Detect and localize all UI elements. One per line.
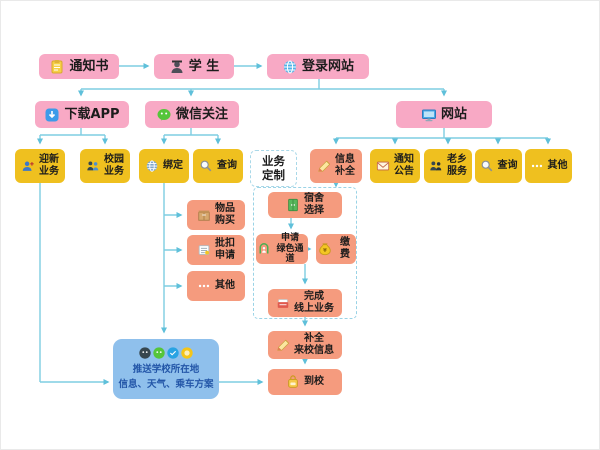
campus-business-label: 校园 业务 [104,154,124,177]
node-item-purchase: 物品 购买 [187,200,245,230]
node-bind: 绑定 [139,149,189,183]
wechat-icon [156,107,172,123]
node-green-channel: 申请 绿色通道 [256,233,308,265]
batch-apply-label: 批扣 申请 [215,238,235,261]
globe-bind-icon [145,159,159,173]
ellipsis-icon [530,159,544,173]
login-website-label: 登录网站 [301,58,354,74]
pencil-icon [276,338,290,352]
node-download-app: 下载APP [35,101,129,128]
pencil-icon [317,159,331,173]
package-icon [197,208,211,222]
query-web-label: 查询 [497,160,518,172]
app-download-icon [44,107,60,123]
student-label: 学 生 [188,58,220,74]
node-arrive-school: 到校 [268,369,342,395]
search-icon [480,159,494,173]
wechat-follow-label: 微信关注 [175,106,228,122]
app-icons-row [138,346,194,360]
globe-icon [282,59,298,75]
node-arrival-info: 补全 来校信息 [268,331,342,359]
dorm-select-label: 宿舍 选择 [304,193,324,216]
other-chain-label: 其他 [215,280,235,292]
node-notice-letter: 通知书 [39,54,119,79]
node-complete-online: 完成 线上业务 [268,289,342,317]
push-info-panel: 推送学校所在地 信息、天气、乘车方案 [113,339,219,399]
info-complete-label: 信息 补全 [335,154,355,177]
green-channel-label: 申请 绿色通道 [276,233,304,265]
online-business-group [253,187,357,319]
node-info-complete: 信息 补全 [310,149,362,183]
node-campus-business: 校园 业务 [80,149,130,183]
welcome-business-label: 迎新 业务 [39,154,59,177]
node-batch-apply: 批扣 申请 [187,235,245,265]
hometown-service-label: 老乡 服务 [447,154,467,177]
query-wechat-label: 查询 [217,160,237,172]
student-icon [169,59,185,75]
node-website: 网站 [396,101,492,128]
node-wechat-follow: 微信关注 [145,101,239,128]
notice-letter-label: 通知书 [69,58,109,74]
node-notice-announce: 通知 公告 [370,149,420,183]
notice-announce-label: 通知 公告 [394,154,414,177]
node-hometown-service: 老乡 服务 [424,149,472,183]
money-bag-icon: ¥ [318,242,332,256]
person-add-icon [21,159,35,173]
people-icon [86,159,100,173]
node-business-custom: 业务 定制 [250,150,297,187]
node-pay-fee: ¥ 缴费 [316,234,356,264]
bind-label: 绑定 [163,160,183,172]
website-label: 网站 [440,106,467,122]
node-dorm-select: 宿舍 选择 [268,192,342,218]
monitor-icon [421,107,437,123]
node-other-web: 其他 [525,149,572,183]
node-student: 学 生 [154,54,234,79]
other-web-label: 其他 [547,160,568,172]
receipt-icon [197,243,211,257]
node-other-chain: 其他 [187,271,245,301]
node-login-website: 登录网站 [267,54,369,79]
schoolbag-icon [286,375,300,389]
pay-fee-label: 缴费 [340,237,350,260]
svg-text:¥: ¥ [323,248,327,254]
arrive-school-label: 到校 [304,376,324,388]
node-query-web: 查询 [475,149,522,183]
clipboard-icon [49,59,65,75]
item-purchase-label: 物品 购买 [215,203,235,226]
search-icon [199,159,213,173]
cards-icon [276,296,290,310]
ellipsis-icon [197,279,211,293]
node-query-wechat: 查询 [193,149,243,183]
green-channel-icon [258,243,270,255]
complete-online-label: 完成 线上业务 [294,291,334,314]
business-custom-label: 业务 定制 [262,153,285,182]
people-icon [429,159,443,173]
download-app-label: 下载APP [64,106,120,122]
envelope-icon [376,159,390,173]
push-info-label: 推送学校所在地 信息、天气、乘车方案 [118,364,214,390]
node-welcome-business: 迎新 业务 [15,149,65,183]
arrival-info-label: 补全 来校信息 [294,333,334,356]
wardrobe-icon [286,198,300,212]
